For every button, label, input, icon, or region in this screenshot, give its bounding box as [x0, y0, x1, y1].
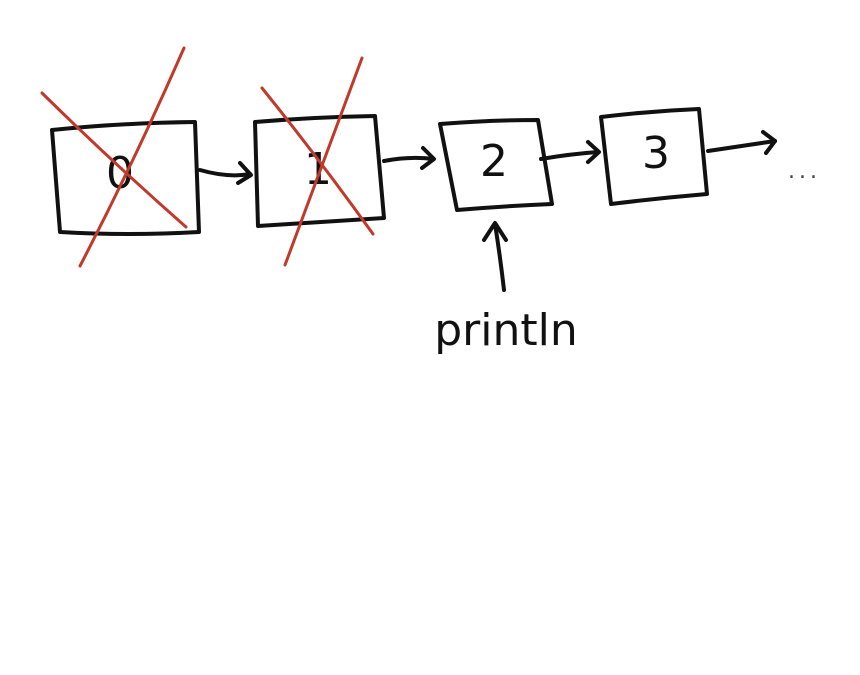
next-pointer-arrow	[198, 161, 253, 185]
node-box	[253, 114, 386, 228]
removed-cross-mark	[40, 46, 188, 268]
println-pointer-arrow	[482, 221, 508, 292]
next-pointer-arrow	[382, 146, 436, 170]
node-box	[599, 107, 709, 206]
list-node-1: 1	[253, 56, 386, 267]
removed-cross-mark	[260, 56, 375, 267]
list-node-2: 2	[438, 118, 554, 212]
next-pointer-arrow	[539, 140, 601, 164]
continuation-ellipsis: ...	[788, 159, 821, 184]
list-node-3: 3	[599, 107, 709, 206]
node-box	[438, 118, 554, 212]
node-value: 0	[106, 148, 134, 199]
node-box	[50, 120, 201, 236]
println-label: println	[434, 305, 578, 356]
node-value: 2	[480, 136, 508, 187]
next-pointer-arrow	[706, 130, 777, 155]
list-node-0: 0	[40, 46, 201, 268]
node-value: 3	[642, 128, 670, 179]
